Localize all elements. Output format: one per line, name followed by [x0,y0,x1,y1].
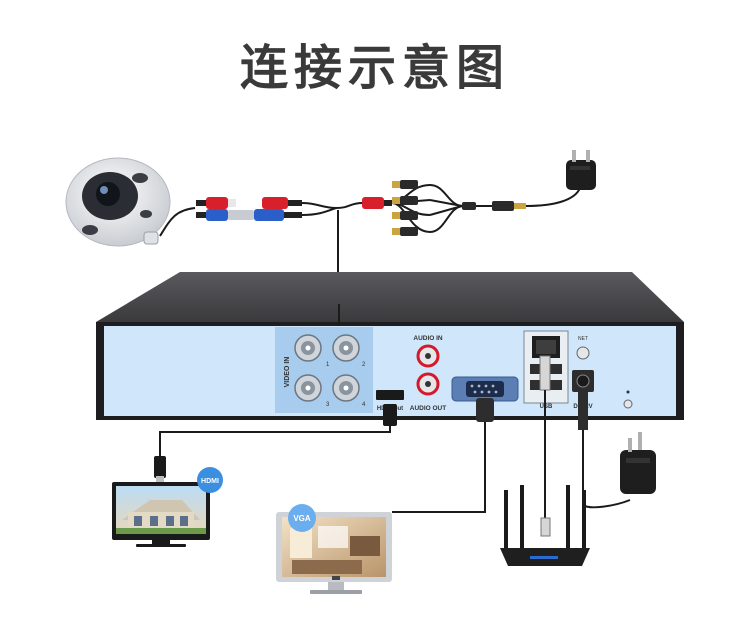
power-splitter-icon [391,180,581,236]
ground-screw [623,390,633,409]
audio-in-jack [416,344,440,368]
dc-cable [578,392,631,509]
bnc-port-3 [294,374,322,402]
extension-cables [301,202,363,280]
dvr-recorder: VIDEO IN 1 2 3 4 AUDIO IN [96,272,684,420]
power-adapter-icon [566,150,596,190]
wifi-router-icon [500,485,590,566]
port-number-4: 4 [362,402,366,408]
hdmi-cable [154,404,397,482]
vga-cable [392,398,494,513]
usb-label: USB [540,404,553,410]
vga-badge-label: VGA [293,514,311,523]
power-connector-red [362,197,392,209]
vga-monitor-icon [276,512,392,594]
vga-port [451,376,519,402]
port-number-2: 2 [362,362,366,368]
dome-camera-icon [65,157,171,247]
camera-pigtail-connectors [196,197,302,221]
vga-badge: VGA [288,504,316,532]
bnc-port-2 [332,334,360,362]
bnc-port-1 [294,334,322,362]
camera-cable [159,207,196,237]
dc-power-jack [572,346,594,392]
hdmi-monitor-icon [112,482,210,547]
port-number-3: 3 [326,402,330,408]
port-number-1: 1 [326,362,330,368]
video-in-label: VIDEO IN [284,357,291,388]
hdmi-port [376,390,404,400]
power-adapter-bottom-icon [620,432,656,494]
hdmi-badge-label: HDMI [201,478,219,485]
hdmi-badge: HDMI [197,467,223,493]
net-label: NET [578,336,588,342]
audio-in-label: AUDIO IN [413,335,443,342]
page-title: 连接示意图 [239,40,510,96]
network-cable [539,355,551,537]
audio-out-label: AUDIO OUT [410,405,447,412]
audio-out-jack [416,372,440,396]
bnc-port-4 [332,374,360,402]
